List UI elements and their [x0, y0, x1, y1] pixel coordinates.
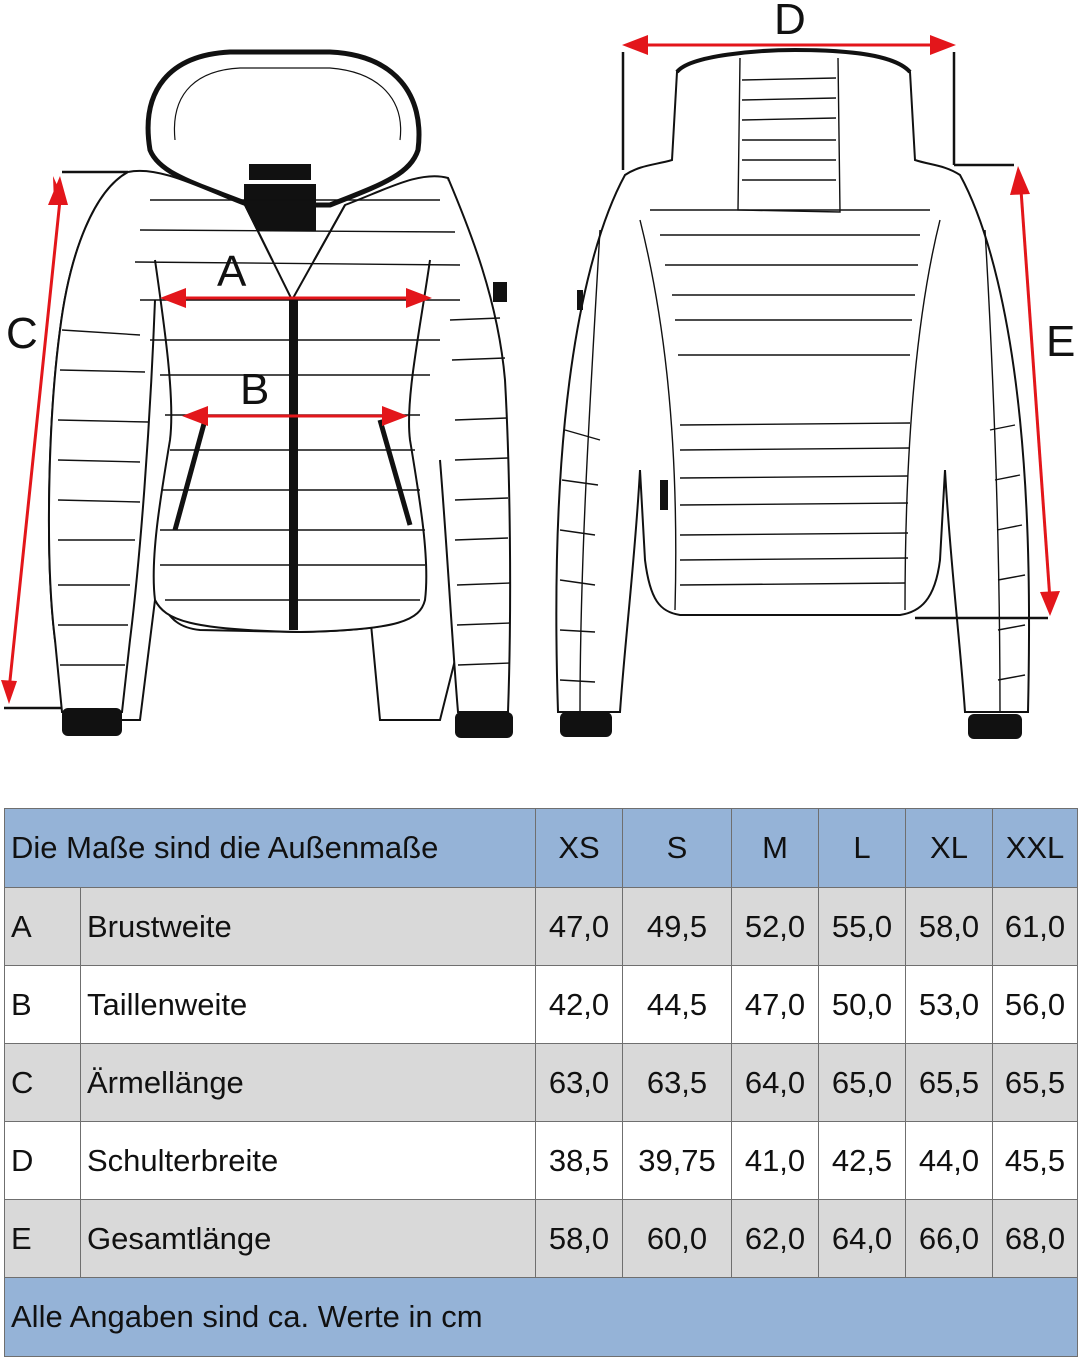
cell-value: 63,5 — [622, 1043, 732, 1122]
jacket-size-diagram: A B C D E — [1, 0, 1076, 739]
cell-value: 65,5 — [905, 1043, 993, 1122]
cell-value: 56,0 — [992, 965, 1078, 1044]
row-name: Ärmellänge — [80, 1043, 536, 1122]
cell-value: 55,0 — [818, 887, 906, 966]
table-header-title: Die Maße sind die Außenmaße — [4, 808, 536, 888]
cell-value: 39,75 — [622, 1121, 732, 1200]
table-footer-row: Alle Angaben sind ca. Werte in cm — [4, 1277, 1078, 1357]
row-name: Brustweite — [80, 887, 536, 966]
table-row: B Taillenweite 42,0 44,5 47,0 50,0 53,0 … — [4, 965, 1078, 1044]
label-d: D — [774, 0, 806, 44]
cell-value: 63,0 — [535, 1043, 623, 1122]
cell-value: 65,0 — [818, 1043, 906, 1122]
front-view-jacket — [47, 49, 513, 738]
cell-value: 44,5 — [622, 965, 732, 1044]
cell-value: 52,0 — [731, 887, 819, 966]
table-footer-note: Alle Angaben sind ca. Werte in cm — [4, 1277, 1078, 1357]
cell-value: 44,0 — [905, 1121, 993, 1200]
table-row: D Schulterbreite 38,5 39,75 41,0 42,5 44… — [4, 1121, 1078, 1200]
cell-value: 58,0 — [535, 1199, 623, 1278]
size-header-s: S — [622, 808, 732, 888]
cell-value: 53,0 — [905, 965, 993, 1044]
cell-value: 50,0 — [818, 965, 906, 1044]
label-b: B — [240, 365, 270, 414]
cell-value: 47,0 — [731, 965, 819, 1044]
size-header-m: M — [731, 808, 819, 888]
measurement-guides — [1, 35, 1060, 710]
cell-value: 65,5 — [992, 1043, 1078, 1122]
cell-value: 47,0 — [535, 887, 623, 966]
cell-value: 58,0 — [905, 887, 993, 966]
cell-value: 64,0 — [731, 1043, 819, 1122]
table-row: C Ärmellänge 63,0 63,5 64,0 65,0 65,5 65… — [4, 1043, 1078, 1122]
table-row: E Gesamtlänge 58,0 60,0 62,0 64,0 66,0 6… — [4, 1199, 1078, 1278]
size-header-xs: XS — [535, 808, 623, 888]
label-a: A — [217, 247, 247, 296]
row-name: Gesamtlänge — [80, 1199, 536, 1278]
cell-value: 38,5 — [535, 1121, 623, 1200]
row-key: D — [4, 1121, 81, 1200]
row-key: A — [4, 887, 81, 966]
cell-value: 61,0 — [992, 887, 1078, 966]
size-table: Die Maße sind die Außenmaße XS S M L XL … — [4, 808, 1078, 1357]
size-header-xxl: XXL — [992, 808, 1078, 888]
size-header-xl: XL — [905, 808, 993, 888]
table-row: A Brustweite 47,0 49,5 52,0 55,0 58,0 61… — [4, 887, 1078, 966]
size-header-l: L — [818, 808, 906, 888]
row-name: Schulterbreite — [80, 1121, 536, 1200]
table-header-row: Die Maße sind die Außenmaße XS S M L XL … — [4, 808, 1078, 888]
label-c: C — [6, 309, 38, 358]
cell-value: 49,5 — [622, 887, 732, 966]
jacket-illustration — [1, 35, 1060, 739]
cell-value: 60,0 — [622, 1199, 732, 1278]
cell-value: 64,0 — [818, 1199, 906, 1278]
cell-value: 45,5 — [992, 1121, 1078, 1200]
cell-value: 68,0 — [992, 1199, 1078, 1278]
cell-value: 42,0 — [535, 965, 623, 1044]
row-key: B — [4, 965, 81, 1044]
row-key: E — [4, 1199, 81, 1278]
cell-value: 42,5 — [818, 1121, 906, 1200]
cell-value: 66,0 — [905, 1199, 993, 1278]
row-name: Taillenweite — [80, 965, 536, 1044]
row-key: C — [4, 1043, 81, 1122]
back-view-jacket — [555, 47, 1031, 739]
label-e: E — [1046, 317, 1076, 366]
cell-value: 62,0 — [731, 1199, 819, 1278]
cell-value: 41,0 — [731, 1121, 819, 1200]
